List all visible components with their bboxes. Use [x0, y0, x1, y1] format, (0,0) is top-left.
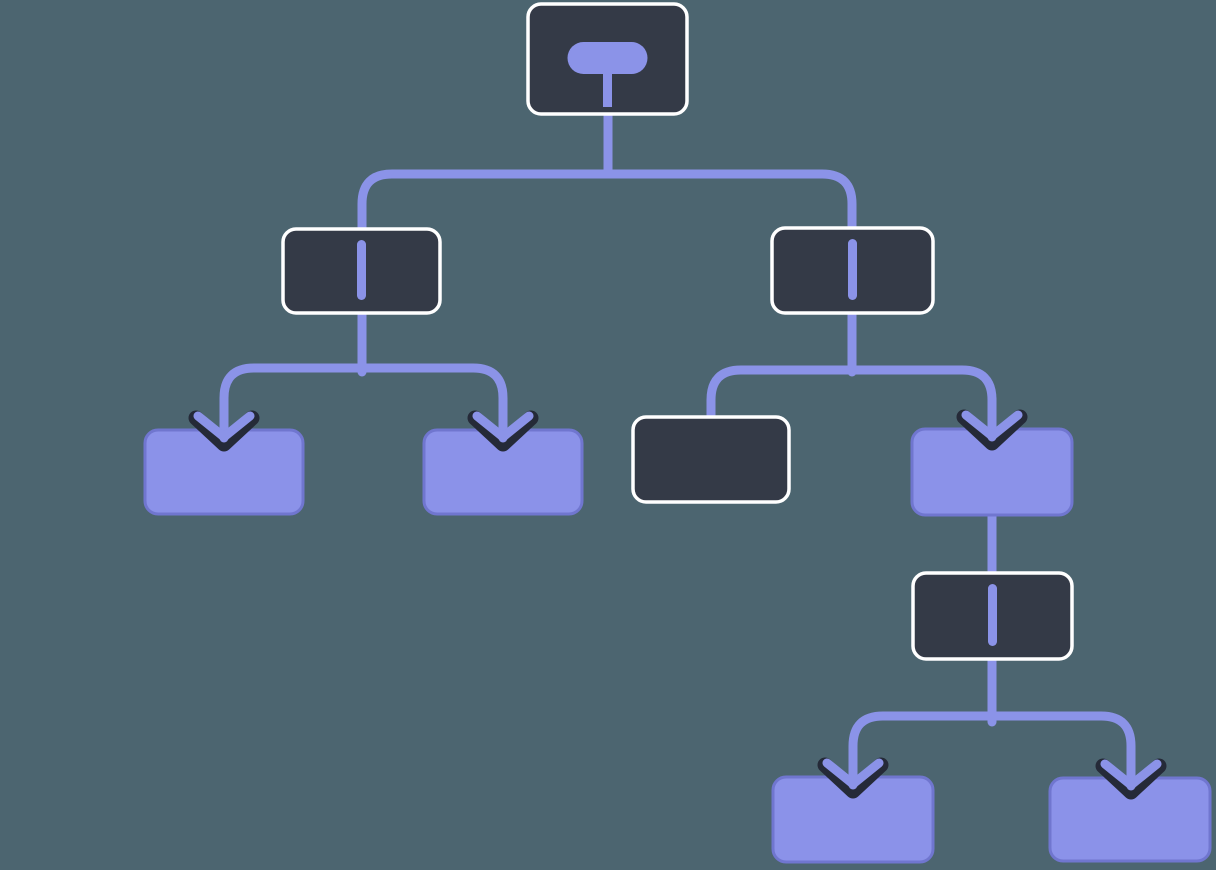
connector-right-bar [706, 365, 997, 435]
chevron-down-icon [472, 411, 534, 442]
chevron-down-icon [1100, 759, 1162, 790]
connector-level1-bar [357, 169, 857, 305]
chevron-down-icon [193, 411, 255, 442]
connector-left-bar [219, 363, 508, 409]
root-pill-decoration [567, 42, 648, 74]
chevron-down-icon [822, 758, 884, 789]
node-dark-leaf [631, 415, 791, 504]
chevron-down-icon [961, 410, 1023, 441]
connector-bottom-bar [848, 711, 1136, 757]
